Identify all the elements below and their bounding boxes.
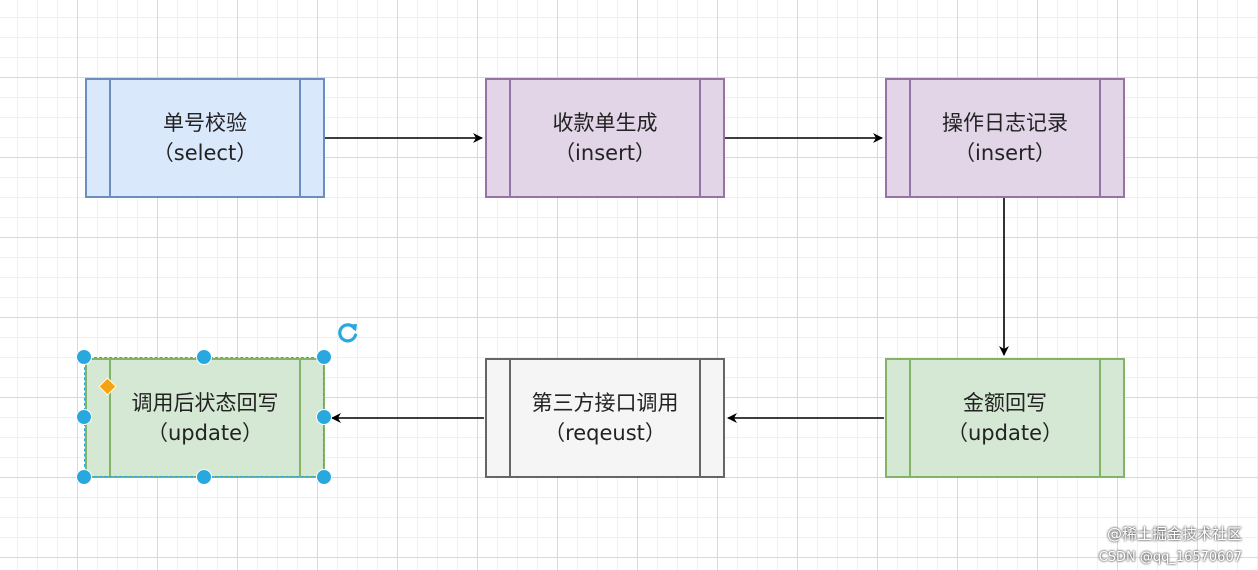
process-node-order-check[interactable]: 单号校验 （select） [85,78,325,198]
resize-handle-top[interactable] [196,349,212,365]
watermark-juejin: @稀土掘金技术社区 [1106,525,1242,543]
process-node-receipt-create[interactable]: 收款单生成 （insert） [485,78,725,198]
process-bar-left [909,360,911,476]
process-bar-left [109,360,111,476]
resize-handle-right[interactable] [316,409,332,425]
node-label-line2: （update） [147,421,263,445]
resize-handle-top-left[interactable] [76,349,92,365]
node-label-line1: 收款单生成 [552,111,658,135]
process-bar-left [909,80,911,196]
node-label-line1: 调用后状态回写 [131,391,279,415]
process-bar-right [299,80,301,196]
node-label-line2: （update） [947,421,1063,445]
process-bar-right [699,80,701,196]
rotate-icon[interactable] [335,320,361,346]
resize-handle-bottom[interactable] [196,469,212,485]
process-node-third-party-call[interactable]: 第三方接口调用 （reqeust） [485,358,725,478]
process-bar-left [509,80,511,196]
process-bar-right [699,360,701,476]
process-node-operation-log[interactable]: 操作日志记录 （insert） [885,78,1125,198]
node-label-line2: （select） [152,141,258,165]
process-bar-right [299,360,301,476]
resize-handle-bottom-left[interactable] [76,469,92,485]
node-label-line2: （insert） [954,141,1056,165]
node-label-line2: （reqeust） [544,421,666,445]
node-label-line1: 单号校验 [163,111,247,135]
process-node-status-writeback[interactable]: 调用后状态回写 （update） [85,358,325,478]
node-label-line2: （insert） [554,141,656,165]
watermark-csdn: CSDN @qq_16570607 [1098,550,1242,565]
node-label-line1: 金额回写 [963,391,1047,415]
resize-handle-top-right[interactable] [316,349,332,365]
node-label-line1: 第三方接口调用 [531,391,679,415]
resize-handle-left[interactable] [76,409,92,425]
process-bar-right [1099,360,1101,476]
process-bar-left [509,360,511,476]
process-bar-right [1099,80,1101,196]
resize-handle-bottom-right[interactable] [316,469,332,485]
process-node-amount-writeback[interactable]: 金额回写 （update） [885,358,1125,478]
node-label-line1: 操作日志记录 [942,111,1068,135]
process-bar-left [109,80,111,196]
